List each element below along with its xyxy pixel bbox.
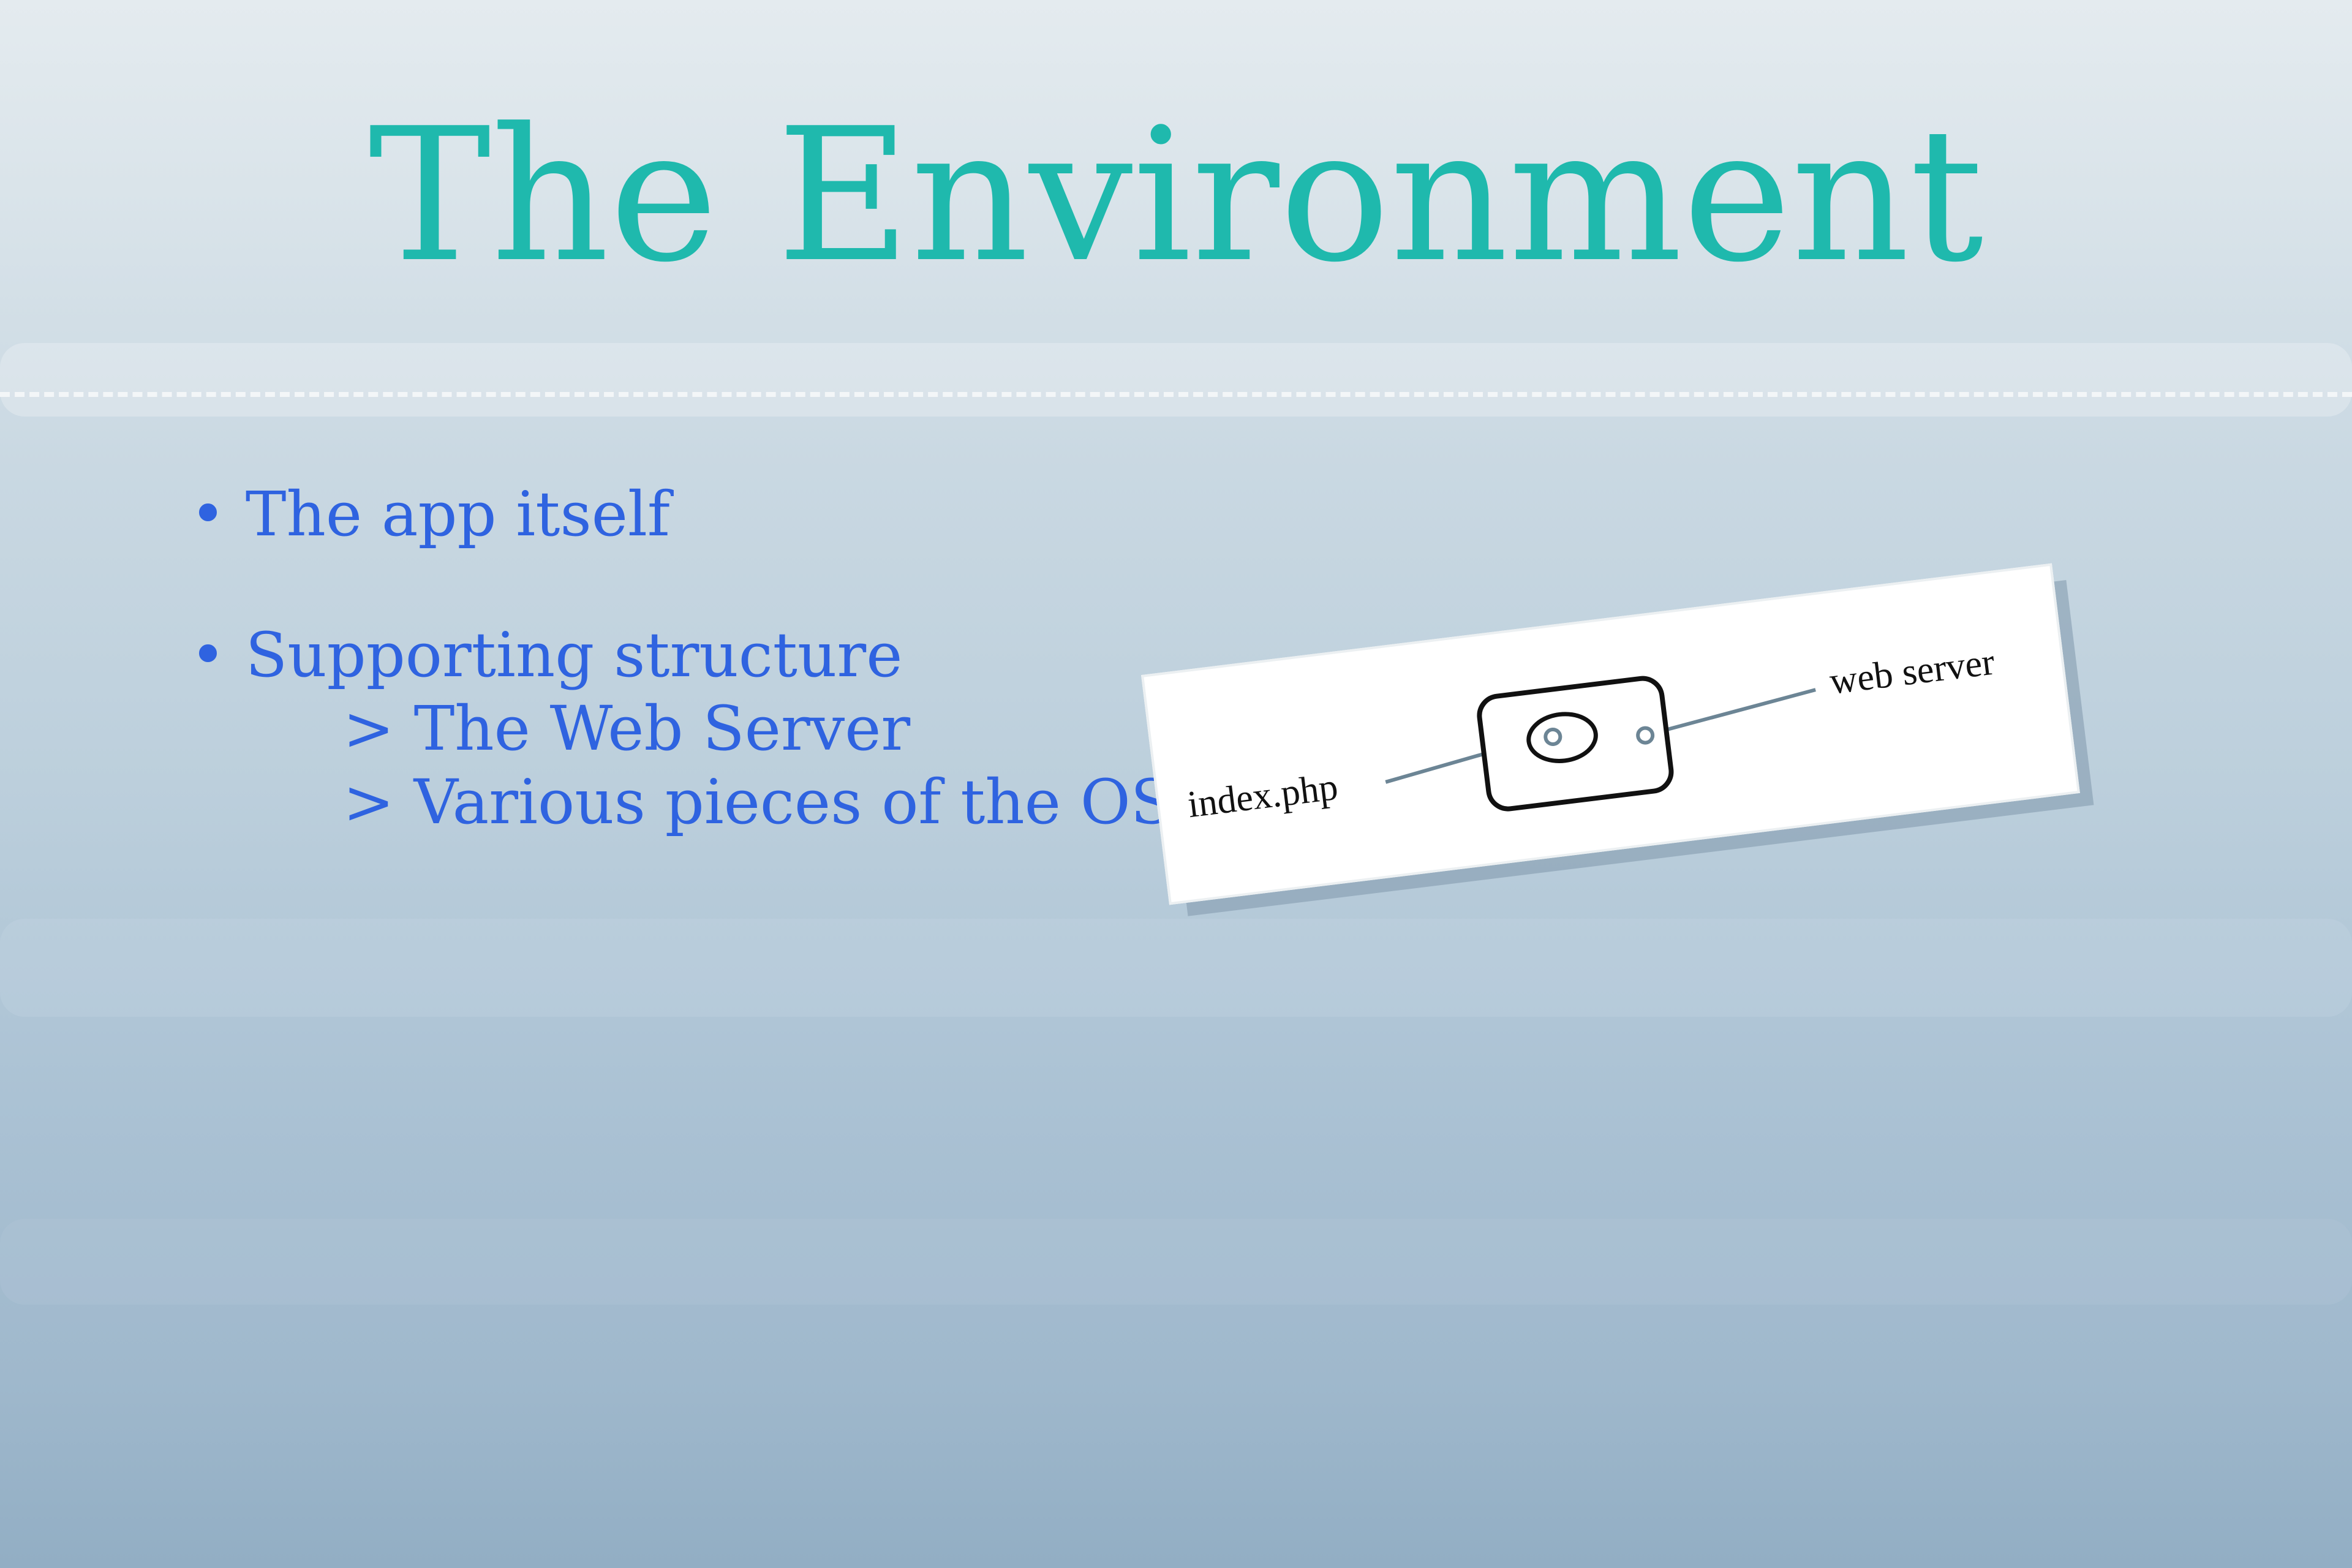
background-streak	[0, 919, 2352, 1017]
web-server-diagram: index.php web server	[1185, 641, 1997, 826]
bullet-item: • The app itself	[190, 478, 670, 550]
background-streak	[0, 1219, 2352, 1305]
bullet-item: • Supporting structure	[190, 619, 903, 691]
diagram-label-index-php: index.php	[1185, 766, 1340, 826]
app-blob-icon	[1526, 712, 1598, 763]
sub-bullet-item: > The Web Server	[343, 693, 911, 764]
background-streak	[0, 343, 2352, 417]
connector-line-right	[1645, 688, 1816, 737]
slide-title: The Environment	[368, 89, 1984, 303]
bullet-list: • The app itself • Supporting structure …	[190, 478, 1172, 839]
sub-bullet-item: > Various pieces of the OS	[343, 766, 1173, 838]
server-box-icon	[1477, 676, 1674, 812]
socket-right-icon	[1636, 726, 1655, 745]
diagram-card: index.php web server	[1141, 563, 2094, 916]
socket-left-icon	[1544, 727, 1562, 746]
dashed-divider	[0, 392, 2352, 397]
diagram-label-web-server: web server	[1828, 641, 1997, 702]
